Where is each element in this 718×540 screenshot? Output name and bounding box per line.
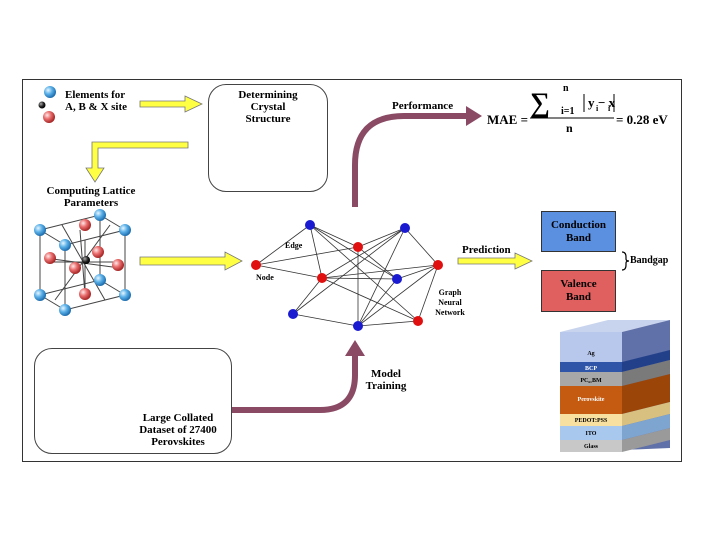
arrow-graph-to-performance <box>352 106 482 207</box>
lattice-atoms <box>34 209 131 316</box>
svg-text:− x: − x <box>598 95 616 110</box>
node-label: Node <box>256 273 274 282</box>
device-layer-labels: Ag BCP PC₆₁BM Perovskite PEDOT:PSS ITO G… <box>575 351 608 450</box>
svg-text:ITO: ITO <box>586 431 597 437</box>
svg-text:i: i <box>608 104 611 113</box>
arrow-prediction <box>457 252 533 270</box>
arrow-elements-to-crystal <box>139 95 203 113</box>
element-atoms-icon <box>38 86 56 123</box>
svg-text:Glass: Glass <box>584 444 599 450</box>
dataset-box <box>34 348 232 454</box>
svg-text:Perovskite: Perovskite <box>578 397 605 403</box>
svg-text:i=1: i=1 <box>561 106 574 117</box>
device-stack <box>560 320 670 452</box>
prediction-label: Prediction <box>462 244 511 256</box>
svg-text:y: y <box>588 95 595 110</box>
svg-text:n: n <box>566 121 573 135</box>
bandgap-label: Bandgap <box>630 255 669 266</box>
bandgap-brace <box>621 251 630 271</box>
arrow-lattice-to-graph <box>139 251 243 271</box>
svg-text:MAE =: MAE = <box>487 112 528 127</box>
graph-nodes <box>251 220 443 331</box>
svg-text:n: n <box>563 83 569 94</box>
performance-label: Performance <box>392 100 454 112</box>
svg-text:PC₆₁BM: PC₆₁BM <box>580 378 602 384</box>
arrow-dataset-to-graph <box>230 340 365 413</box>
edge-label: Edge <box>285 241 303 250</box>
svg-text:Ag: Ag <box>587 351 594 357</box>
diagram-frame <box>22 79 682 462</box>
svg-text:∑: ∑ <box>530 88 550 119</box>
mae-formula: MAE = ∑ n i=1 y i − x i n = 0.28 eV <box>487 83 668 135</box>
svg-text:PEDOT:PSS: PEDOT:PSS <box>575 418 608 424</box>
graph-edges <box>255 224 439 327</box>
svg-text:= 0.28 eV: = 0.28 eV <box>616 112 668 127</box>
svg-text:i: i <box>596 104 599 113</box>
arrow-crystal-to-lattice <box>85 141 189 183</box>
svg-text:BCP: BCP <box>585 366 597 372</box>
crystal-structure-box <box>208 84 328 192</box>
